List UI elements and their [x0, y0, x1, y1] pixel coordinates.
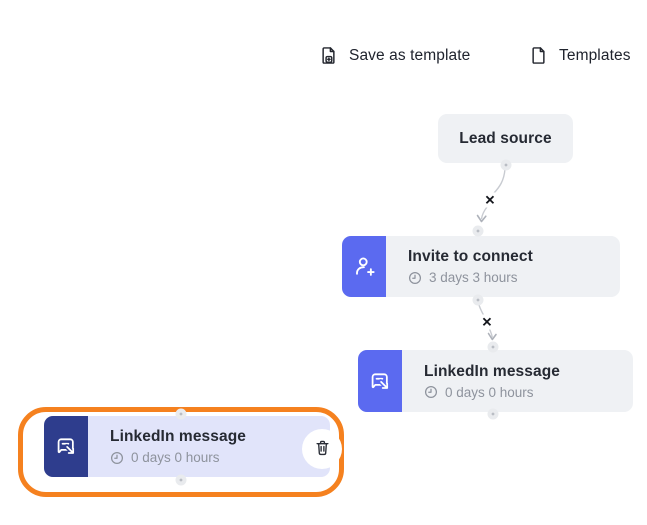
clock-icon — [408, 271, 422, 285]
connector-handle-invite-bottom[interactable] — [472, 294, 484, 306]
templates-label: Templates — [559, 46, 631, 64]
connector-handle-message-bottom[interactable] — [487, 408, 499, 420]
remove-edge-button[interactable]: ✕ — [478, 314, 496, 330]
connector-handle-invite-top[interactable] — [472, 225, 484, 237]
templates-button[interactable]: Templates — [528, 45, 631, 66]
clock-icon — [424, 385, 438, 399]
save-as-template-button[interactable]: Save as template — [318, 45, 470, 66]
node-invite-to-connect[interactable]: Invite to connect 3 days 3 hours — [342, 236, 620, 297]
clock-icon — [110, 451, 124, 465]
node-lead-source[interactable]: Lead source — [438, 114, 573, 163]
node-linkedin-message[interactable]: LinkedIn message 0 days 0 hours — [358, 350, 633, 412]
node-linkedin-message-selected[interactable]: LinkedIn message 0 days 0 hours — [44, 416, 330, 477]
remove-edge-button[interactable]: ✕ — [481, 192, 499, 208]
node-title: Invite to connect — [408, 248, 533, 265]
save-as-template-label: Save as template — [349, 46, 471, 64]
message-send-icon — [358, 350, 402, 412]
delete-step-button[interactable] — [302, 429, 342, 469]
trash-icon — [314, 439, 331, 459]
delay-label: 3 days 3 hours — [408, 270, 620, 285]
file-plus-icon — [318, 45, 339, 66]
delay-text: 0 days 0 hours — [445, 384, 534, 400]
delay-label: 0 days 0 hours — [110, 450, 330, 465]
node-title: LinkedIn message — [424, 362, 560, 380]
delay-label: 0 days 0 hours — [424, 385, 633, 400]
node-title: LinkedIn message — [110, 428, 246, 445]
delay-text: 3 days 3 hours — [429, 270, 518, 285]
person-add-icon — [342, 236, 386, 297]
node-title: Lead source — [459, 129, 552, 147]
delay-text: 0 days 0 hours — [131, 450, 220, 465]
file-icon — [528, 45, 549, 66]
connector-handle-lead-source-bottom[interactable] — [500, 159, 512, 171]
connector-handle-selected-top[interactable] — [175, 408, 187, 420]
message-send-icon — [44, 416, 88, 477]
connector-handle-selected-bottom[interactable] — [175, 474, 187, 486]
connector-handle-message-top[interactable] — [487, 341, 499, 353]
